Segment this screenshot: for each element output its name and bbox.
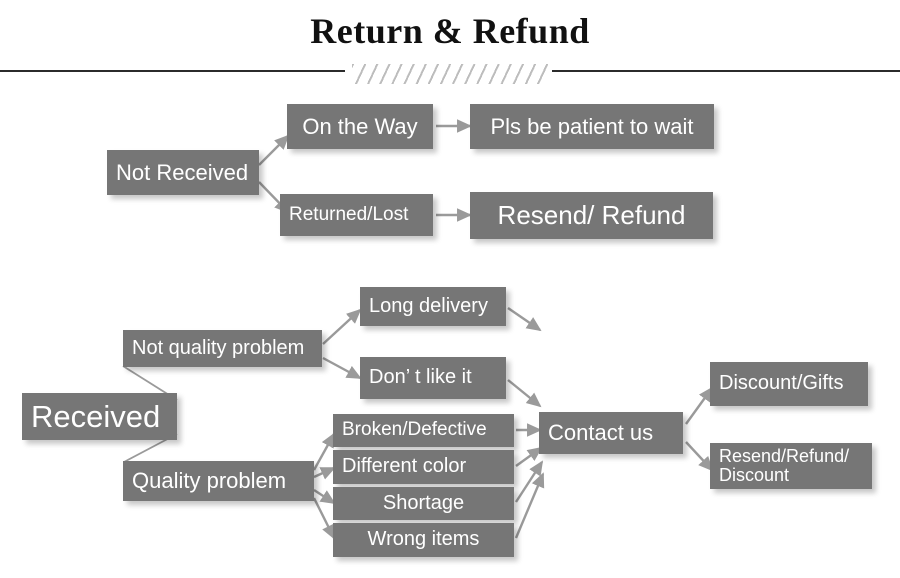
- edge-wrong-items-contact: [514, 472, 545, 539]
- edge-quality-wrong-items: [312, 497, 336, 540]
- edge-contact-resend-refund-discount: [685, 441, 714, 472]
- node-quality-problem[interactable]: Quality problem: [123, 461, 314, 501]
- node-returned-lost[interactable]: Returned/Lost: [280, 194, 433, 236]
- edge-quality-broken: [312, 432, 336, 471]
- node-not-quality-problem[interactable]: Not quality problem: [123, 330, 322, 367]
- node-shortage[interactable]: Shortage: [333, 487, 514, 520]
- edge-not-quality-long-delivery: [322, 308, 362, 345]
- node-not-received[interactable]: Not Received: [107, 150, 259, 195]
- node-received[interactable]: Received: [22, 393, 177, 440]
- edge-dont-like-contact: [507, 379, 542, 408]
- node-resend-refund[interactable]: Resend/ Refund: [470, 192, 713, 239]
- edge-quality-shortage: [313, 488, 336, 505]
- edge-quality-different-color: [313, 466, 336, 480]
- node-contact-us[interactable]: Contact us: [539, 412, 683, 454]
- edge-different-color-contact: [515, 446, 543, 467]
- node-broken-defective[interactable]: Broken/Defective: [333, 414, 514, 447]
- node-discount-gifts[interactable]: Discount/Gifts: [710, 362, 868, 406]
- edge-not-quality-dont-like: [322, 356, 362, 380]
- node-on-the-way[interactable]: On the Way: [287, 104, 433, 149]
- divider-rule-right: [552, 70, 900, 72]
- hatched-divider-icon: [352, 64, 548, 84]
- node-wrong-items[interactable]: Wrong items: [333, 523, 514, 557]
- edge-long-delivery-contact: [507, 307, 542, 332]
- edge-contact-discount-gifts: [685, 386, 714, 425]
- header-divider: [0, 64, 900, 86]
- divider-rule-left: [0, 70, 345, 72]
- node-long-delivery[interactable]: Long delivery: [360, 287, 506, 326]
- edge-shortage-contact: [514, 460, 544, 503]
- edge-not-received-on-the-way: [258, 134, 290, 166]
- page-title: Return & Refund: [310, 11, 590, 51]
- node-resend-refund-discount[interactable]: Resend/Refund/ Discount: [710, 443, 872, 489]
- node-different-color[interactable]: Different color: [333, 450, 514, 484]
- node-dont-like-it[interactable]: Don’ t like it: [360, 357, 506, 399]
- node-pls-be-patient-to-wait[interactable]: Pls be patient to wait: [470, 104, 714, 149]
